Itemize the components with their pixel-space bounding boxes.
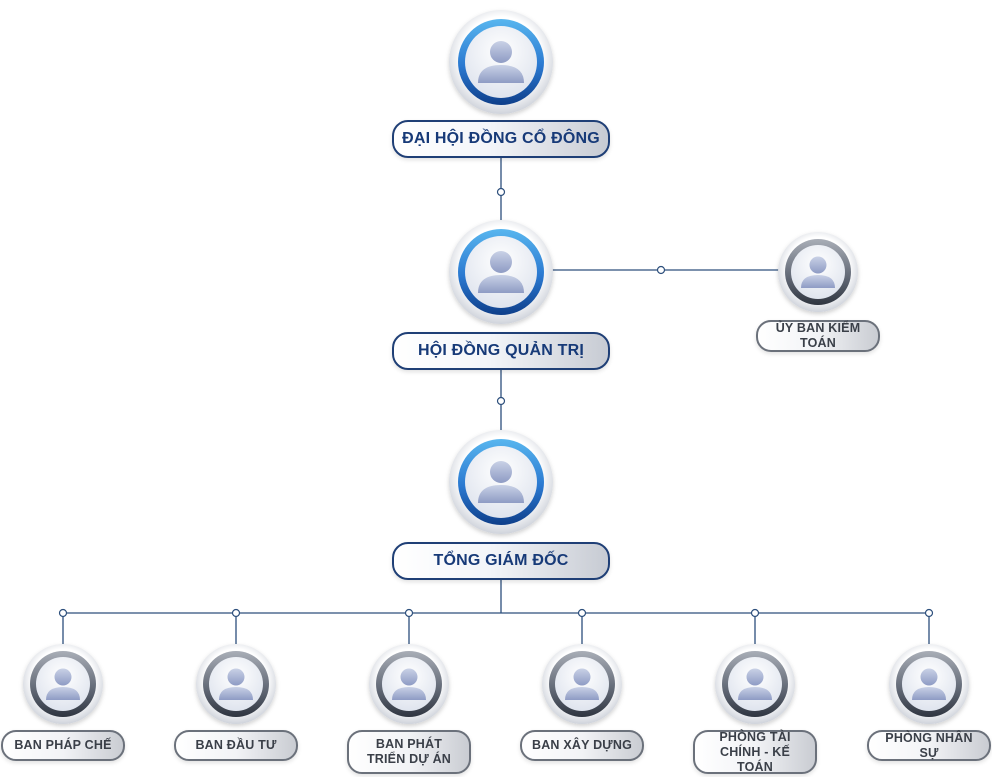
connector-dots — [58, 187, 934, 618]
person-icon — [23, 644, 103, 724]
label-dept-phong-tai-chinh-ke-toan: PHÒNG TÀI CHÍNH - KẾ TOÁN — [693, 730, 817, 774]
avatar-tgd — [449, 430, 553, 534]
connectors — [62, 158, 930, 644]
label-tong-giam-doc: TỔNG GIÁM ĐỐC — [392, 542, 610, 580]
avatar-dept-2 — [196, 644, 276, 724]
avatar-dept-1 — [23, 644, 103, 724]
person-icon — [715, 644, 795, 724]
avatar-dept-6 — [889, 644, 969, 724]
connector-dot — [750, 608, 760, 618]
label-dept-ban-dau-tu: BAN ĐẦU TƯ — [174, 730, 298, 761]
person-icon — [196, 644, 276, 724]
person-icon — [449, 430, 553, 534]
connector-dot — [577, 608, 587, 618]
connector-dot — [231, 608, 241, 618]
avatar-dept-4 — [542, 644, 622, 724]
person-icon — [778, 232, 858, 312]
label-hoi-dong-quan-tri: HỘI ĐỒNG QUẢN TRỊ — [392, 332, 610, 370]
avatar-ubkt — [778, 232, 858, 312]
person-icon — [449, 10, 553, 114]
avatar-hdqt — [449, 220, 553, 324]
label-dept-ban-phap-che: BAN PHÁP CHẾ — [1, 730, 125, 761]
person-icon — [542, 644, 622, 724]
label-dept-phong-nhan-su: PHÒNG NHÂN SỰ — [867, 730, 991, 761]
person-icon — [369, 644, 449, 724]
label-dept-ban-phat-trien-du-an: BAN PHÁT TRIỂN DỰ ÁN — [347, 730, 471, 774]
connector-dot — [496, 187, 506, 197]
connector-dot — [656, 265, 666, 275]
connector-dot — [496, 396, 506, 406]
avatar-dept-3 — [369, 644, 449, 724]
label-uy-ban-kiem-toan: ỦY BAN KIỂM TOÁN — [756, 320, 880, 352]
avatar-dhdcd — [449, 10, 553, 114]
connector-dot — [404, 608, 414, 618]
connector-dot — [58, 608, 68, 618]
connector-dot — [924, 608, 934, 618]
label-dept-ban-xay-dung: BAN XÂY DỰNG — [520, 730, 644, 761]
avatar-dept-5 — [715, 644, 795, 724]
label-dai-hoi-dong-co-dong: ĐẠI HỘI ĐỒNG CỔ ĐÔNG — [392, 120, 610, 158]
person-icon — [889, 644, 969, 724]
person-icon — [449, 220, 553, 324]
